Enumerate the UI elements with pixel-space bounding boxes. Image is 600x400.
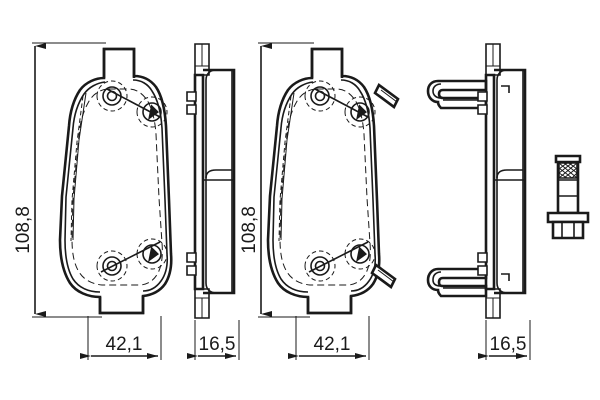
retaining-clip-lower xyxy=(428,269,486,296)
pad-upper-tab xyxy=(104,49,134,78)
left-brake-pad-front-view xyxy=(60,49,171,313)
pad2-inner-contour-right xyxy=(341,80,375,291)
side2-bracket-mark-lower xyxy=(501,274,509,281)
pad2-clip-tab-upper xyxy=(375,85,398,107)
clip-lower-body xyxy=(428,269,486,296)
side-lug-lower-1 xyxy=(187,253,196,262)
side2-friction-block xyxy=(494,70,525,293)
pad-backing-plate-inner-contour xyxy=(65,82,105,292)
dimension-height-right: 108,8 xyxy=(239,43,314,317)
side2-lug-upper-2 xyxy=(478,105,487,114)
bolt-hex-head xyxy=(553,222,583,238)
dimension-label-width-right: 42,1 xyxy=(314,334,351,355)
side2-lug-upper-1 xyxy=(478,92,487,101)
pad2-internal-rib-lower xyxy=(309,242,368,272)
pad2-upper-tab xyxy=(312,49,342,78)
side2-backing-plate xyxy=(486,75,494,289)
pad2-inner-contour-left xyxy=(273,82,313,292)
bolt-shank-top xyxy=(556,156,580,162)
bolt-flange xyxy=(548,213,588,222)
pad2-chamfer-line xyxy=(281,93,294,240)
dimension-label-height-left: 108,8 xyxy=(13,206,34,254)
pad2-rivet-lower-left xyxy=(305,251,335,281)
clip-upper-body xyxy=(428,81,486,108)
dimension-label-width-left: 42,1 xyxy=(106,334,143,355)
dimension-width-left: 42,1 xyxy=(80,316,161,360)
side2-lower-tab-profile xyxy=(486,289,500,318)
pad-internal-rib-lower xyxy=(101,242,160,272)
side2-lug-lower-1 xyxy=(478,253,487,262)
side-friction-inner xyxy=(206,70,232,293)
dimension-thickness-left: 16,5 xyxy=(187,320,239,360)
side-lug-lower-2 xyxy=(187,266,196,275)
side2-upper-tab-profile xyxy=(486,44,500,75)
dimension-label-thickness-right: 16,5 xyxy=(490,334,527,355)
pad-chamfer-dashed xyxy=(71,96,83,241)
side2-friction-inner xyxy=(497,70,523,293)
pad-rivet-upper-left xyxy=(97,81,127,111)
pad-chamfer-line xyxy=(73,93,86,240)
pad-backing-plate-inner-contour-right xyxy=(133,80,167,291)
pad-rivet-upper-right xyxy=(137,97,167,127)
pad2-rivet-upper-left xyxy=(305,81,335,111)
side-lug-upper-2 xyxy=(187,105,196,114)
left-brake-pad-side-view xyxy=(187,44,234,318)
pad2-clip-tab-lower xyxy=(372,265,395,287)
pad-rivet-lower-left xyxy=(97,251,127,281)
dimension-height-left: 108,8 xyxy=(13,43,106,317)
pad2-lower-tab xyxy=(308,296,351,313)
side2-lug-lower-2 xyxy=(478,266,487,275)
side-upper-tab-profile xyxy=(195,44,209,75)
side-lower-tab-profile xyxy=(195,289,209,318)
clip-lower-fold xyxy=(433,272,441,286)
pad2-rivet-lower-right xyxy=(345,239,375,269)
side-backing-plate xyxy=(195,75,203,289)
dimension-width-right: 42,1 xyxy=(288,316,369,360)
right-brake-pad-front-view xyxy=(268,49,398,313)
pad-lower-tab xyxy=(100,296,143,313)
right-brake-pad-side-view xyxy=(478,44,525,318)
pad2-chamfer-dashed xyxy=(279,96,291,241)
clip-upper-fold xyxy=(433,84,441,98)
pad-rivet-lower-right xyxy=(137,239,167,269)
pad2-rivet-upper-right xyxy=(345,97,375,127)
dimension-label-height-right: 108,8 xyxy=(239,206,260,254)
bolt-knurl-section xyxy=(559,163,577,178)
dimension-label-thickness-left: 16,5 xyxy=(199,334,236,355)
side2-bracket-mark-upper xyxy=(501,86,509,93)
guide-bolt xyxy=(548,156,588,238)
side-friction-block xyxy=(203,70,234,293)
side-lug-upper-1 xyxy=(187,92,196,101)
dimension-thickness-right: 16,5 xyxy=(478,320,530,360)
